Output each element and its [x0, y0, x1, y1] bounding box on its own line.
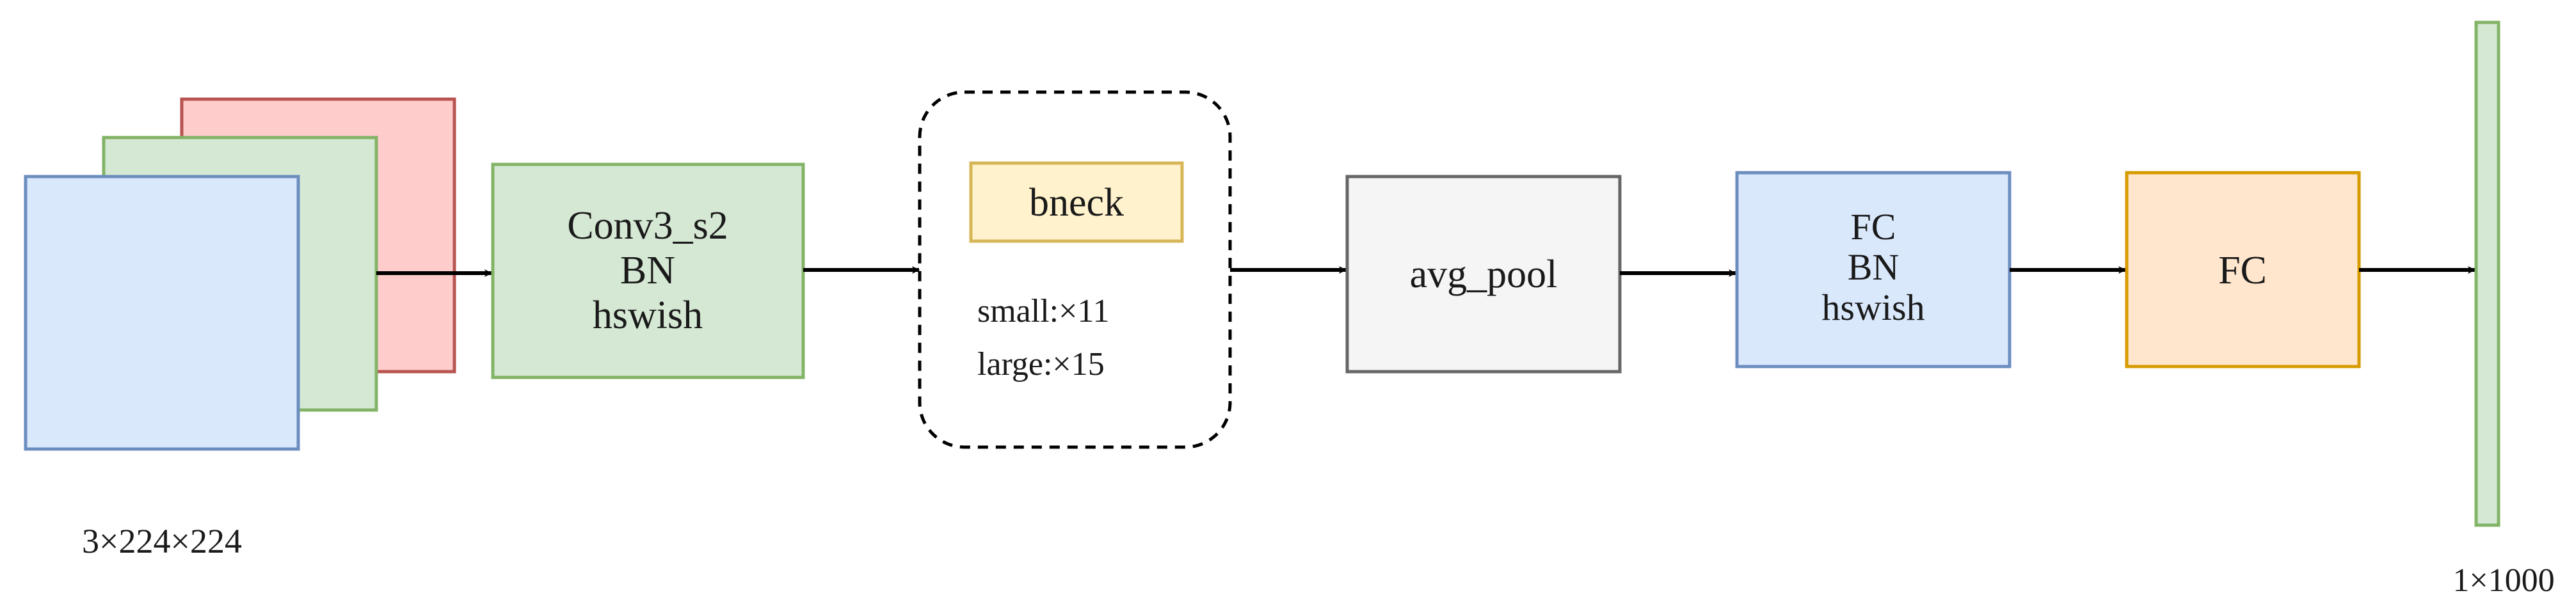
bneck-box: [969, 161, 1184, 243]
fc2-block: FC: [2125, 171, 2361, 368]
bneck-repeat-large: large:×15: [977, 346, 1105, 383]
pool-block: avg_pool: [1345, 175, 1622, 374]
fc2-label: FC: [2218, 249, 2267, 292]
input-channel-blue: [24, 175, 300, 451]
input-stack: [24, 97, 456, 451]
input-dims-label: 3×224×224: [82, 522, 242, 560]
pool-box: [1345, 175, 1622, 374]
bneck-dashed-container: [918, 90, 1232, 449]
output-vector: [2474, 20, 2500, 527]
output-dims-label: 1×1000: [2452, 562, 2554, 599]
bneck-repeat-small: small:×11: [977, 293, 1110, 329]
conv-block: Conv3_s2 BN hswish: [491, 162, 805, 379]
conv-line-2: BN: [620, 249, 675, 292]
fc1-line-2: BN: [1848, 246, 1900, 288]
bneck-group: bneck small:×11 large:×15: [918, 90, 1232, 449]
fc1-line-3: hswish: [1821, 287, 1924, 328]
conv-line-3: hswish: [593, 294, 703, 337]
conv-line-1: Conv3_s2: [567, 204, 728, 248]
pool-label: avg_pool: [1410, 253, 1558, 296]
fc1-line-1: FC: [1851, 206, 1896, 248]
bneck-title: bneck: [1029, 181, 1124, 225]
fc1-block: FC BN hswish: [1735, 171, 2012, 368]
